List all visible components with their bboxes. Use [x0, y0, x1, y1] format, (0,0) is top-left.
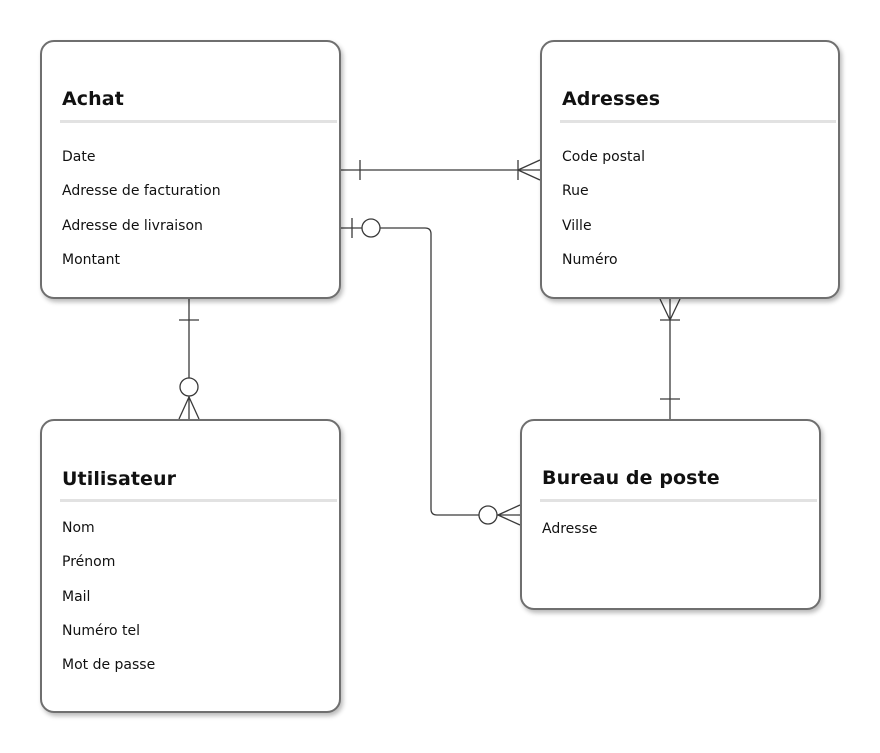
- relationship-adresses-bureau[interactable]: [659, 298, 681, 419]
- attribute-numero: Numéro: [562, 251, 618, 268]
- attribute-list: Date Adresse de facturation Adresse de l…: [62, 140, 221, 277]
- attribute-mot-de-passe: Mot de passe: [62, 657, 156, 674]
- entity-bureau-de-poste[interactable]: Bureau de poste Adresse: [520, 419, 821, 610]
- zero-marker: [179, 377, 199, 397]
- entity-title: Utilisateur: [62, 468, 177, 490]
- entity-achat[interactable]: Achat Date Adresse de facturation Adress…: [40, 40, 341, 299]
- attribute-prenom: Prénom: [62, 554, 116, 571]
- entity-title: Achat: [62, 88, 124, 110]
- attribute-rue: Rue: [562, 183, 589, 200]
- crow-foot-marker: [659, 298, 671, 321]
- relationship-achat-bureau[interactable]: [341, 218, 521, 526]
- crow-foot-marker: [178, 396, 190, 420]
- attribute-list: Adresse: [542, 512, 597, 546]
- entity-title: Bureau de poste: [542, 467, 720, 489]
- relationship-achat-adresses[interactable]: [341, 159, 541, 181]
- attribute-list: Code postal Rue Ville Numéro: [562, 140, 645, 277]
- attribute-list: Nom Prénom Mail Numéro tel Mot de passe: [62, 511, 155, 682]
- crow-foot-marker: [517, 159, 541, 171]
- attribute-adresse-livraison: Adresse de livraison: [62, 217, 203, 234]
- entity-adresses[interactable]: Adresses Code postal Rue Ville Numéro: [540, 40, 840, 299]
- zero-marker: [361, 218, 381, 238]
- attribute-adresse-facturation: Adresse de facturation: [62, 183, 221, 200]
- attribute-nom: Nom: [62, 520, 95, 536]
- attribute-adresse: Adresse: [542, 521, 598, 537]
- attribute-mail: Mail: [62, 588, 91, 605]
- zero-marker: [478, 505, 498, 525]
- entity-utilisateur[interactable]: Utilisateur Nom Prénom Mail Numéro tel M…: [40, 419, 341, 713]
- crow-foot-marker: [497, 504, 521, 516]
- attribute-date: Date: [62, 149, 96, 165]
- relationship-achat-utilisateur[interactable]: [178, 299, 200, 420]
- title-divider: [560, 120, 836, 123]
- title-divider: [540, 499, 817, 502]
- attribute-montant: Montant: [62, 251, 120, 268]
- title-divider: [60, 120, 337, 123]
- title-divider: [60, 499, 337, 502]
- entity-title: Adresses: [562, 88, 661, 110]
- attribute-ville: Ville: [562, 217, 592, 234]
- attribute-numero-tel: Numéro tel: [62, 622, 141, 639]
- attribute-code-postal: Code postal: [562, 149, 645, 165]
